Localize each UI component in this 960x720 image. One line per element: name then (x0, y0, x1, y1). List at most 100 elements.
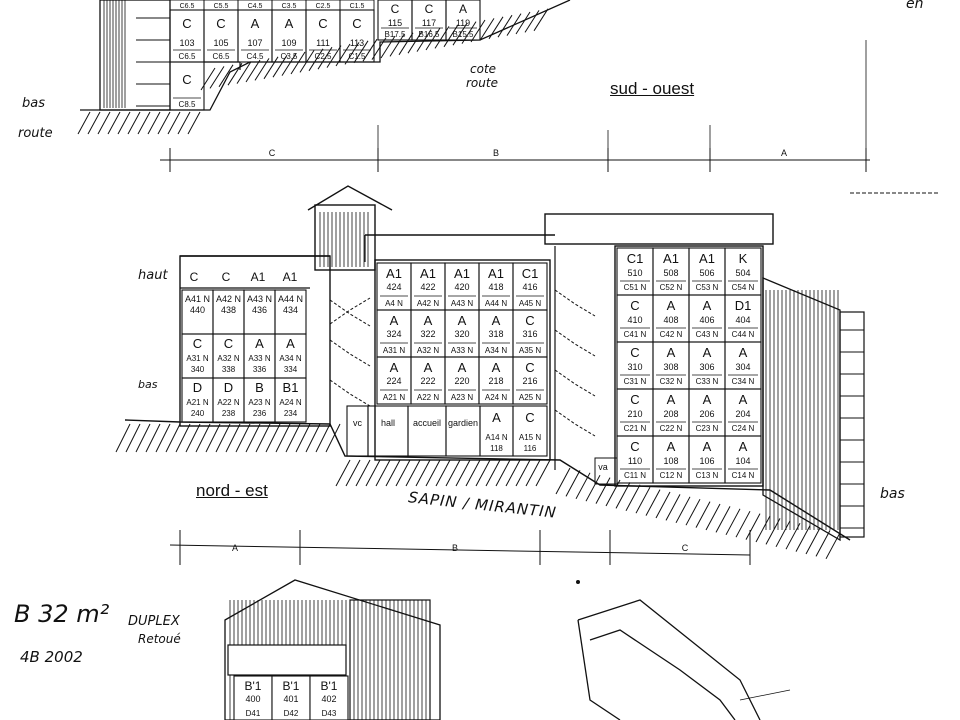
top-unit-115-code: B17.5 (385, 30, 406, 39)
center-unit-type-422: A1 (420, 266, 436, 281)
hatch-line (535, 459, 551, 487)
bottom-unit-code-402: D43 (322, 709, 337, 718)
top-dim-label-0: C (269, 148, 276, 158)
center-unit-type-324: A (390, 313, 399, 328)
right-unit-code-310: C31 N (624, 377, 647, 386)
hatch-line (425, 459, 441, 487)
center-unit-type-222: A (424, 360, 433, 375)
center-unit-type-320: A (458, 313, 467, 328)
center-unit-code-220: A23 N (451, 393, 473, 402)
stair-6 (554, 409, 596, 437)
right-unit-num-206: 206 (699, 409, 714, 419)
top-unit-107-type: A (251, 16, 260, 31)
left-unit-num-r0-c1: 438 (221, 305, 236, 315)
note-code: 4B 2002 (20, 648, 83, 666)
hatch-line (87, 111, 101, 135)
main-dim-label-0: A (232, 543, 238, 553)
main-ground-hatch (115, 423, 841, 560)
center-unit-code-222: A22 N (417, 393, 439, 402)
left-unit-type-r1-c0: C (193, 336, 202, 351)
center-ground-type-5: C (525, 410, 534, 425)
plan-axis (739, 689, 791, 701)
center-unit-type-322: A (424, 313, 433, 328)
left-unit-type-r1-c2: A (255, 336, 264, 351)
hatch-line (107, 111, 121, 135)
hatch-line (435, 459, 451, 487)
note-route: route (18, 126, 53, 141)
hatch-line (265, 423, 281, 453)
hatch-line (345, 459, 361, 487)
right-unit-code-204: C24 N (732, 424, 755, 433)
center-ground-label-0: vc (353, 418, 363, 428)
top-tower-stripes (103, 0, 126, 108)
right-unit-code-108: C12 N (660, 471, 683, 480)
note-retoue: Retoué (138, 632, 181, 646)
center-unit-num-220: 220 (454, 376, 469, 386)
hatch-line (175, 423, 191, 453)
center-unit-num-218: 218 (488, 376, 503, 386)
hatch-line (488, 16, 504, 40)
top-unit-113-number: 113 (350, 38, 364, 48)
right-unit-num-510: 510 (627, 268, 642, 278)
top-unit-115-number: 115 (388, 18, 402, 28)
top-unit-107-number: 107 (247, 38, 262, 48)
hatch-line (185, 423, 201, 453)
left-unit-type-r0-c2: A43 N (247, 294, 272, 304)
top-unit-119-number: 119 (456, 18, 470, 28)
center-unit-type-216: C (525, 360, 534, 375)
center-unit-type-224: A (390, 360, 399, 375)
hatch-line (605, 479, 621, 507)
hatch-line (495, 459, 511, 487)
top-unit-111-number: 111 (316, 38, 330, 48)
stair-5 (554, 369, 596, 397)
right-unit-num-110: 110 (628, 456, 642, 466)
hatch-line (775, 520, 791, 548)
hatch-line (515, 11, 531, 35)
hatch-line (815, 530, 831, 557)
main-dim-label-2: C (682, 543, 689, 553)
right-roof-box (544, 213, 774, 245)
right-unit-type-108: A (667, 439, 676, 454)
top-code-1: C5.5 (214, 3, 229, 10)
bottom-unit-code-400: D41 (246, 709, 261, 718)
facade-label-nord-est: nord - est (196, 481, 268, 500)
center-ground-label-1: hall (381, 418, 395, 428)
hatch-line (317, 46, 333, 70)
top-left-tower (99, 0, 171, 111)
facade-label-sud-ouest: sud - ouest (610, 79, 695, 98)
note-haut: haut (138, 268, 168, 283)
top-dim-label-2: A (781, 148, 787, 158)
hatch-line (254, 58, 270, 81)
hatch-line (177, 111, 191, 135)
right-unit-type-210: C (630, 392, 639, 407)
top-unit-119-code: B15.5 (453, 30, 474, 39)
hatch-line (137, 111, 151, 135)
hatch-line (405, 459, 421, 487)
hatch-line (395, 459, 411, 487)
hatch-line (209, 66, 225, 89)
right-unit-num-104: 104 (735, 456, 750, 466)
right-unit-num-306: 306 (699, 362, 714, 372)
center-unit-code-416: A45 N (519, 299, 541, 308)
right-unit-type-406: A (703, 298, 712, 313)
hatch-line (385, 459, 401, 487)
right-unit-type-308: A (667, 345, 676, 360)
right-wing (762, 277, 841, 542)
top-unit-lower-c-type: C (182, 72, 191, 87)
left-unit-code-r2-c1: A22 N (217, 398, 239, 407)
note-cote: cote (470, 62, 497, 76)
center-unit-216 (512, 356, 548, 405)
right-unit-num-410: 410 (627, 315, 642, 325)
center-unit-code-422: A42 N (417, 299, 439, 308)
top-unit-111-code: C2.5 (315, 52, 332, 61)
hatch-line (635, 486, 651, 514)
hatch-line (371, 37, 387, 60)
bottom-unit-type-400: B'1 (245, 679, 262, 693)
hatch-line (275, 423, 291, 453)
left-unit-type-r2-c3: B1 (283, 380, 299, 395)
top-ground-hatch-slope (200, 8, 549, 91)
center-unit-code-216: A25 N (519, 393, 541, 402)
top-ground-hatch-left (77, 111, 201, 135)
top-code-5: C1.5 (350, 3, 365, 10)
